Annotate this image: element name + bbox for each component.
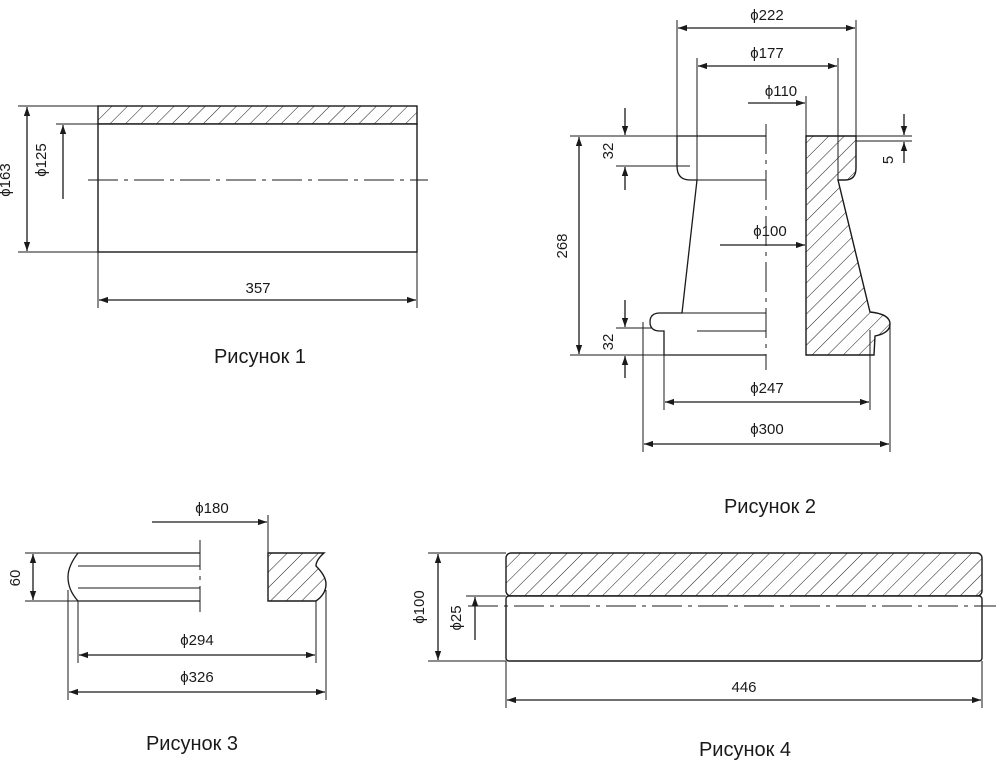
fig1-label-d125: ϕ125 (33, 143, 50, 176)
fig3-section-hatched (267, 552, 327, 602)
figure-3: ϕ180 60 ϕ294 ϕ326 Рисунок 3 (7, 500, 327, 755)
fig3-label-d180: ϕ180 (195, 500, 228, 517)
fig4-label-d100: ϕ100 (411, 590, 428, 623)
fig1-body-outline (97, 123, 418, 253)
fig2-label-d177: ϕ177 (750, 45, 783, 62)
fig2-label-d222: ϕ222 (750, 7, 783, 24)
fig4-wall-hatched (505, 552, 983, 597)
fig3-label-60: 60 (7, 570, 24, 587)
fig4-caption: Рисунок 4 (699, 739, 791, 761)
fig4-body-outline (505, 595, 983, 662)
fig2-label-d100: ϕ100 (753, 223, 786, 240)
figure-1: ϕ163 ϕ125 357 Рисунок 1 (0, 105, 428, 368)
fig3-label-d294: ϕ294 (180, 632, 213, 649)
fig1-label-357: 357 (245, 280, 270, 297)
fig3-caption: Рисунок 3 (146, 733, 238, 755)
fig2-caption: Рисунок 2 (724, 496, 816, 518)
fig4-label-446: 446 (731, 679, 756, 696)
fig1-label-d163: ϕ163 (0, 163, 14, 196)
fig2-section-hatched (805, 135, 891, 356)
fig2-label-d247: ϕ247 (750, 380, 783, 397)
fig2-label-5: 5 (880, 156, 897, 164)
fig3-left-profile (67, 552, 200, 602)
fig2-label-32-top: 32 (600, 143, 617, 160)
fig2-label-32-bottom: 32 (600, 334, 617, 351)
fig2-label-d300: ϕ300 (750, 421, 783, 438)
figure-2: ϕ222 ϕ177 ϕ110 5 ϕ100 268 32 32 (554, 7, 912, 518)
fig2-label-d110: ϕ110 (765, 83, 797, 100)
figure-4: ϕ100 ϕ25 446 Рисунок 4 (411, 552, 996, 761)
fig1-wall-hatched (97, 105, 418, 125)
fig2-label-268: 268 (554, 233, 571, 258)
fig4-label-d25: ϕ25 (448, 605, 465, 630)
fig3-label-d326: ϕ326 (180, 669, 213, 686)
fig2-left-profile (649, 135, 766, 356)
fig1-caption: Рисунок 1 (214, 346, 306, 368)
